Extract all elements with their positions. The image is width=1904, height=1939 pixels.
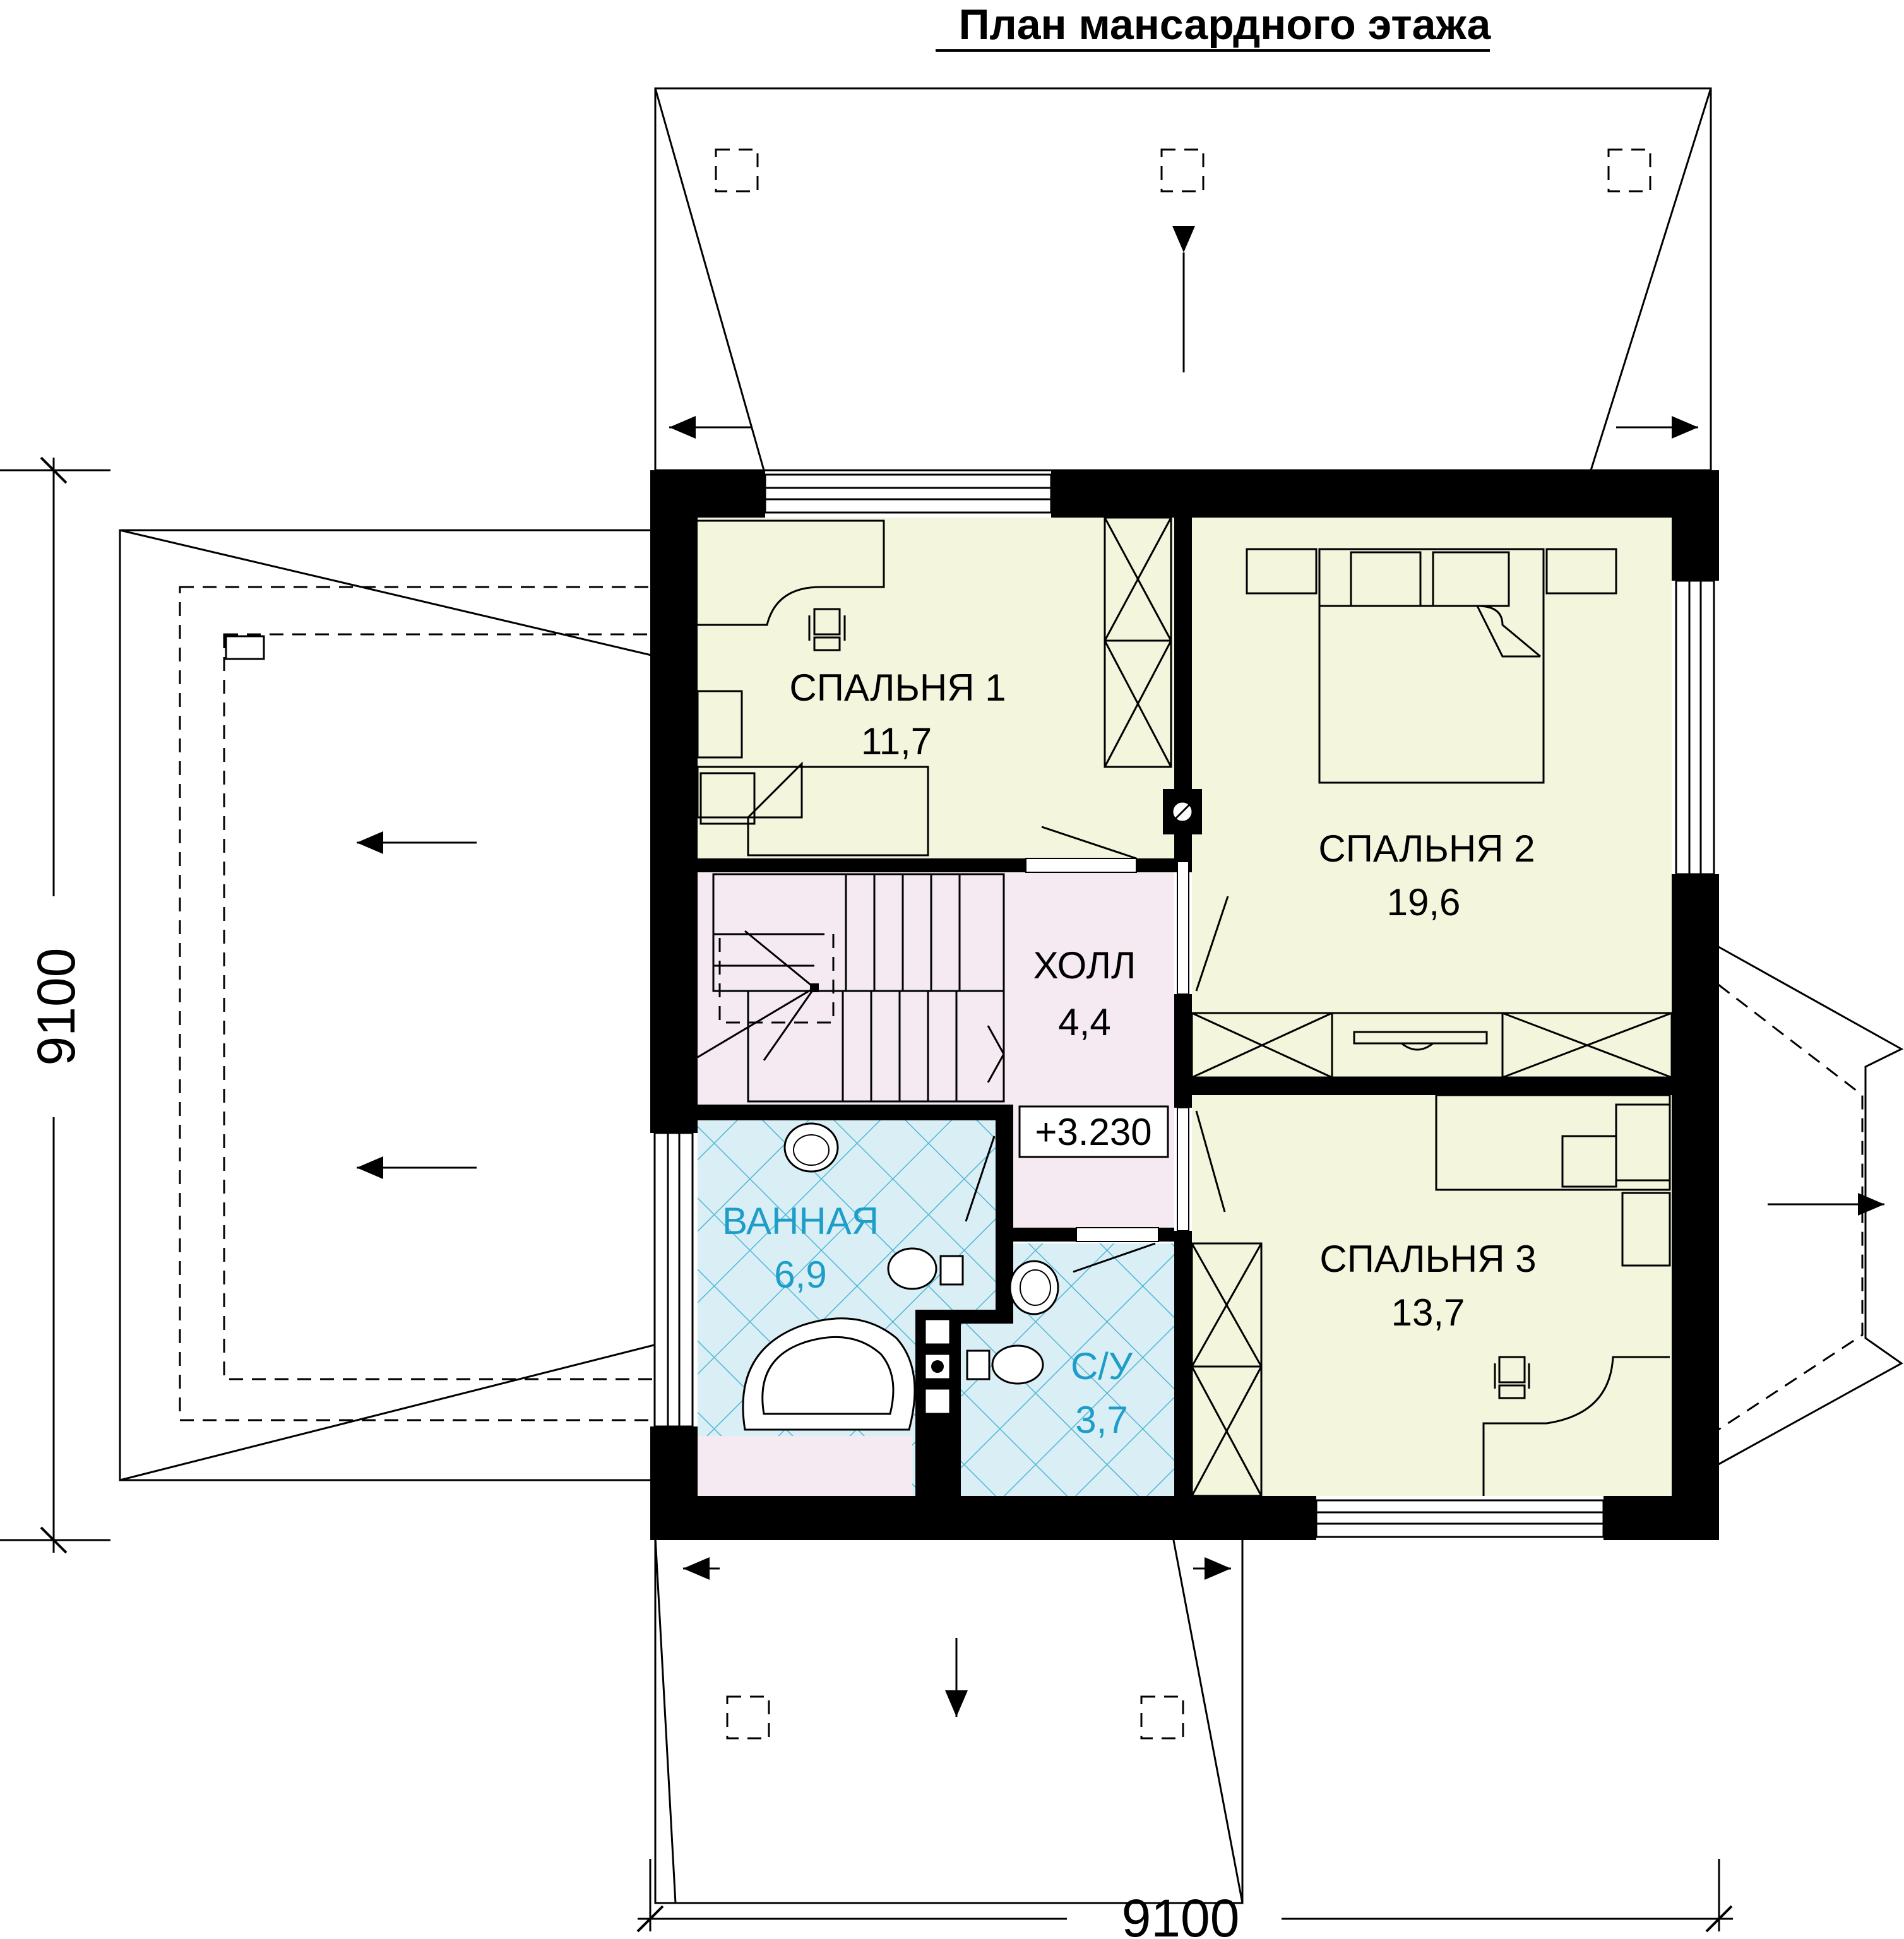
bedroom3-name: СПАЛЬНЯ 3 <box>1319 1238 1536 1280</box>
skylight-icon <box>715 148 1651 193</box>
hall-area: 4,4 <box>1058 1001 1110 1043</box>
bedroom3-floor <box>1192 1092 1672 1496</box>
bedroom2-area: 19,6 <box>1387 881 1461 923</box>
bedroom2-floor <box>1192 518 1672 1076</box>
wc-area: 3,7 <box>1075 1399 1128 1441</box>
bedroom1-area: 11,7 <box>861 720 932 762</box>
doors <box>965 826 1229 1273</box>
plan-title: План мансардного этажа <box>959 1 1492 49</box>
roof-bottom <box>654 1536 1244 1904</box>
bedroom3-furniture <box>1191 1094 1671 1497</box>
walls <box>650 470 1719 1540</box>
dimension-vertical-value: 9100 <box>27 948 86 1066</box>
bathroom-name: ВАННАЯ <box>722 1200 879 1242</box>
dimension-vertical: 9100 <box>0 456 110 1554</box>
wc-name: С/У <box>1071 1345 1133 1387</box>
bedroom1-floor <box>698 518 1174 858</box>
toilet-icon <box>887 1247 964 1290</box>
bedroom2-furniture <box>1191 548 1673 1079</box>
hall-name: ХОЛЛ <box>1033 944 1136 987</box>
level-mark: +3.230 <box>1035 1111 1151 1153</box>
level-mark-box <box>1018 1105 1169 1158</box>
bedroom1-name: СПАЛЬНЯ 1 <box>789 667 1006 709</box>
windows <box>653 473 1715 1538</box>
wc-fixtures <box>966 1260 1059 1385</box>
roof-left <box>119 529 658 1481</box>
toilet-icon <box>966 1344 1044 1385</box>
bathroom-area: 6,9 <box>774 1254 826 1296</box>
bedroom3-area: 13,7 <box>1391 1291 1465 1334</box>
bathroom-strip <box>698 1436 912 1499</box>
dimension-horizontal-value: 9100 <box>1122 1889 1240 1939</box>
roof-right <box>1718 946 1904 1466</box>
bedroom2-name: СПАЛЬНЯ 2 <box>1318 827 1535 870</box>
roof-top <box>654 87 1712 471</box>
dimension-horizontal: 9100 <box>636 1859 1733 1939</box>
sink-icon <box>783 1122 839 1173</box>
hall-floor <box>698 871 1174 1105</box>
staircase <box>697 873 1005 1103</box>
bathtub-icon <box>742 1317 916 1431</box>
bedroom1-furniture <box>696 516 1172 857</box>
vent-shafts <box>924 1318 951 1415</box>
bathroom-fixtures <box>742 1122 964 1431</box>
